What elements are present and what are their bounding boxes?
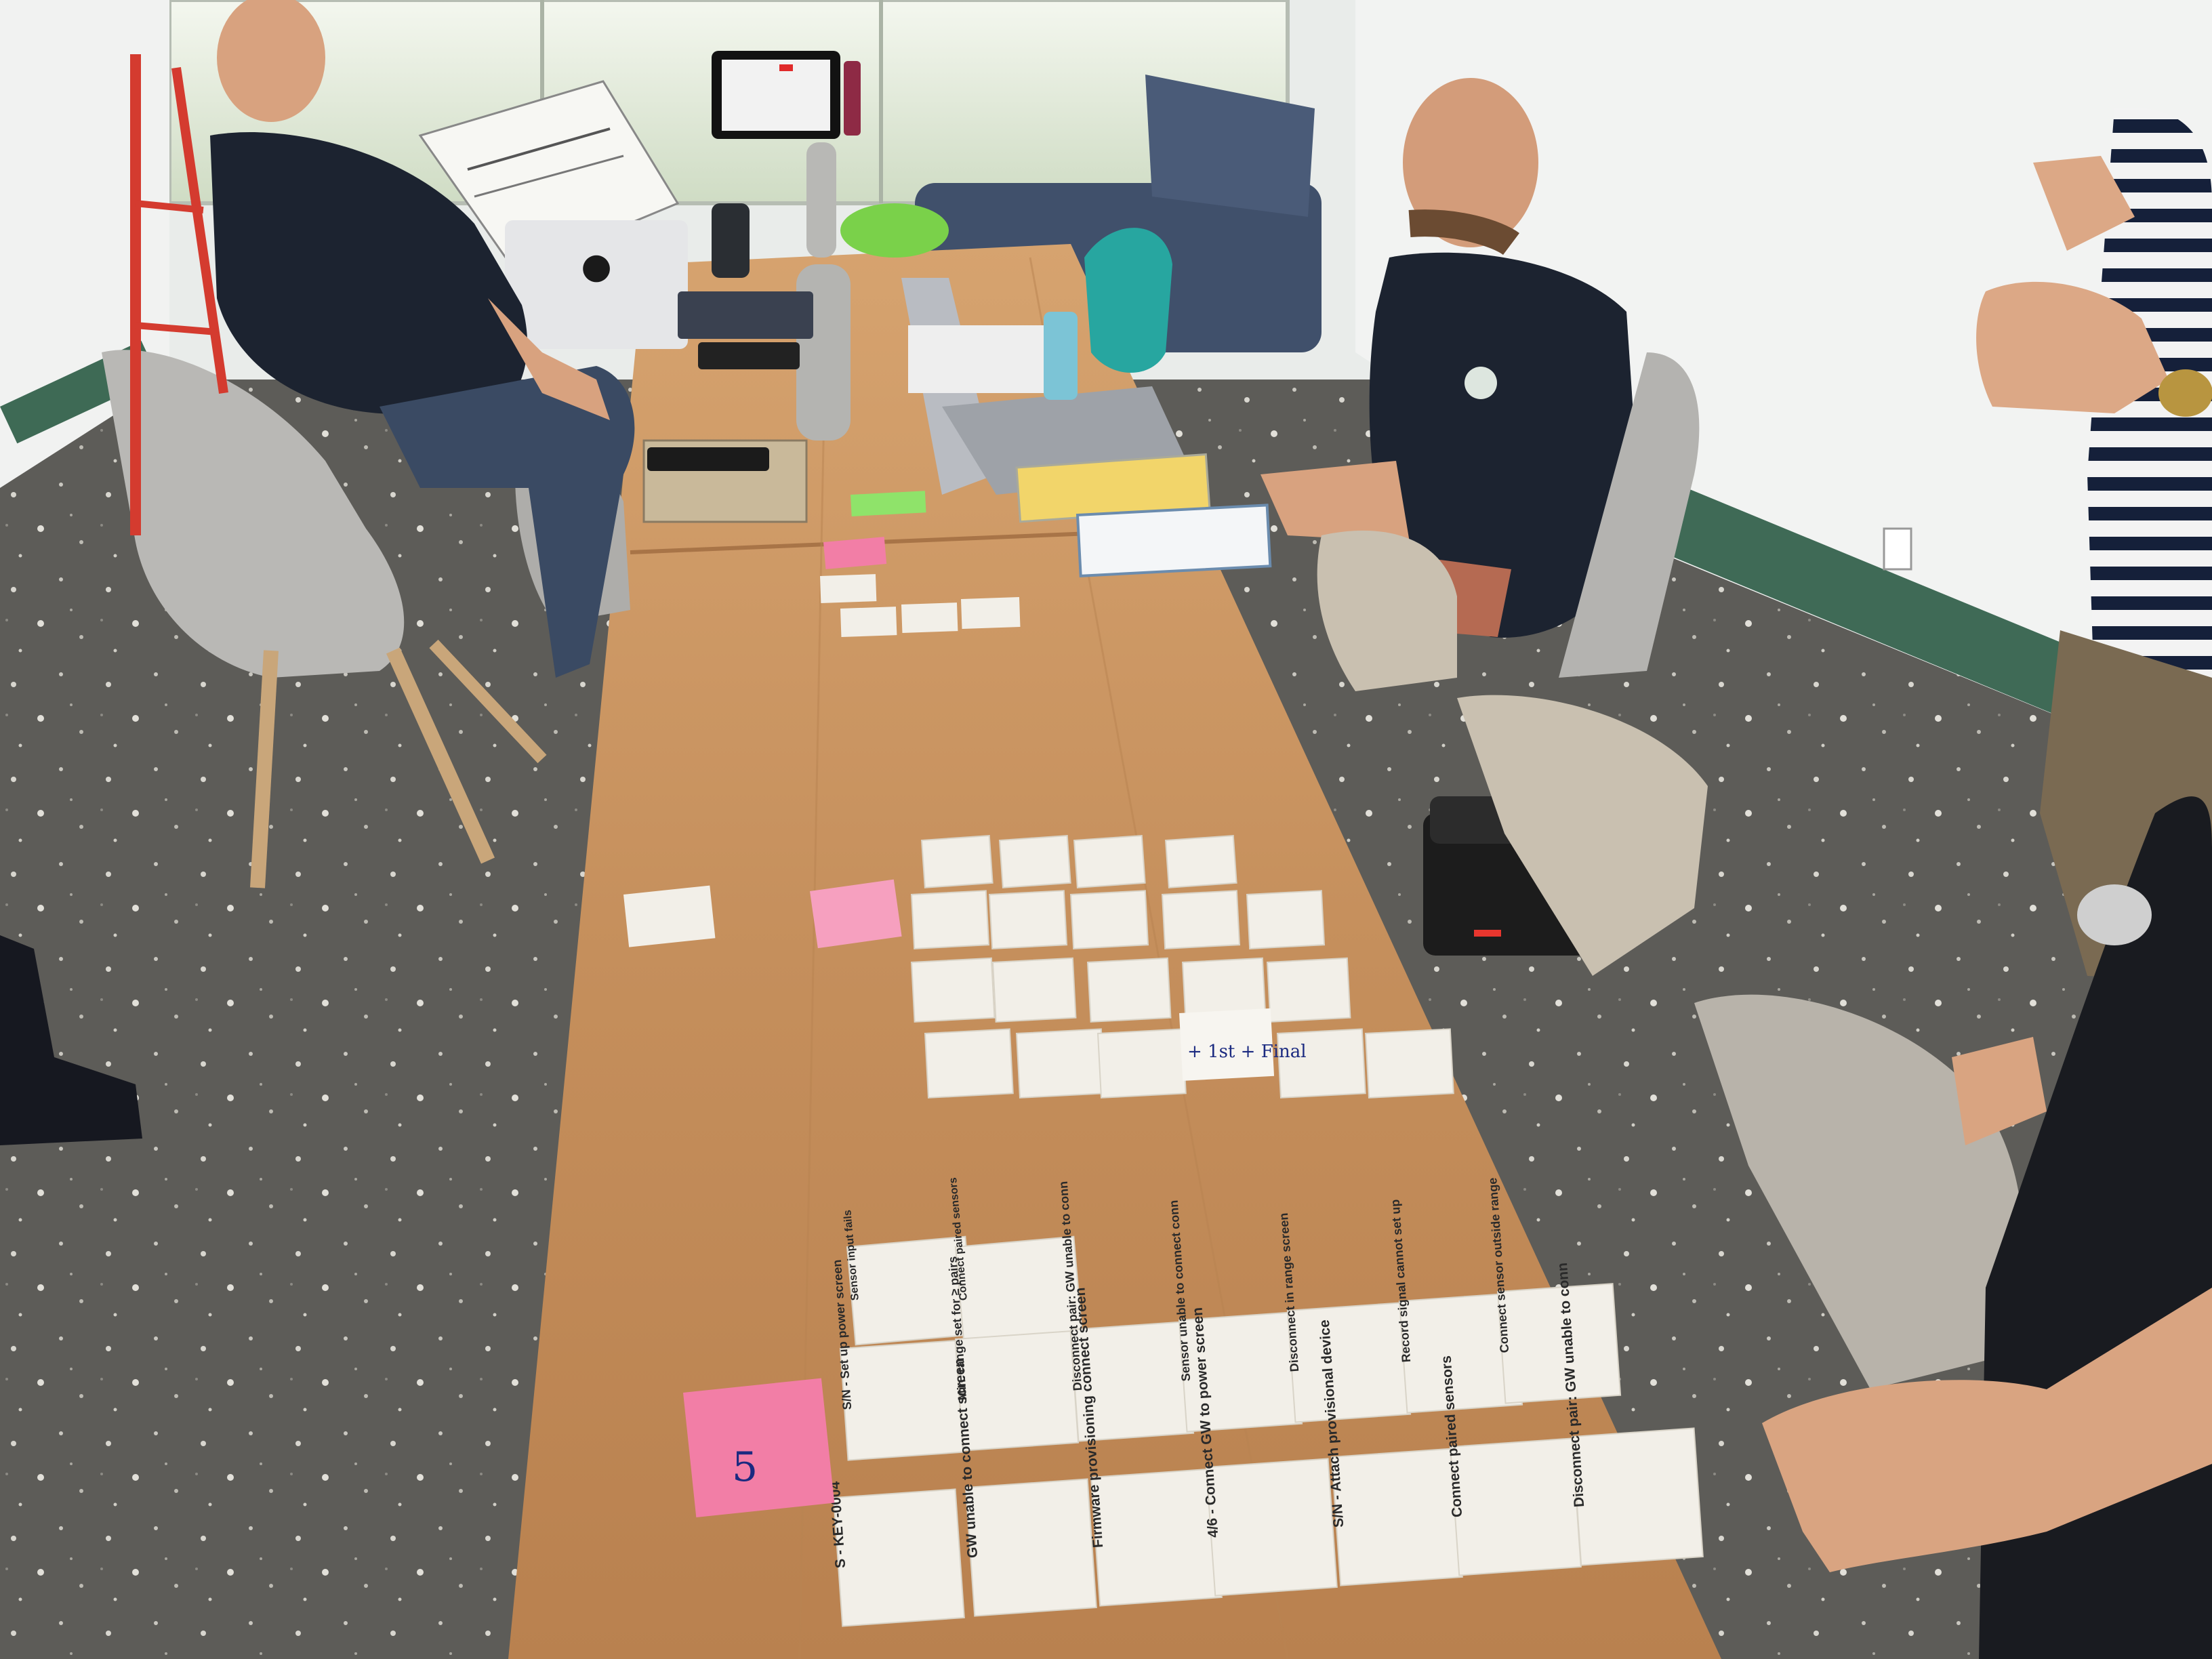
partial-person-left <box>0 935 142 1145</box>
head <box>217 0 325 122</box>
notebook-dark <box>698 342 800 369</box>
task-card <box>1276 1028 1366 1099</box>
sticky-note-green <box>851 491 926 516</box>
red-indicator-light <box>1474 930 1501 937</box>
task-card <box>1073 834 1146 888</box>
standing-person-dark <box>1762 796 2212 1659</box>
silver-watch <box>2077 884 2152 945</box>
cards-top-row <box>820 574 1021 637</box>
shirt-badge <box>1465 367 1497 399</box>
card-small <box>901 602 958 633</box>
standing-person-striped <box>1976 107 2212 983</box>
task-card <box>1161 890 1241 949</box>
task-card <box>998 834 1071 888</box>
sticky-note-pink-small <box>823 537 887 569</box>
teal-cushion <box>1084 228 1172 373</box>
handwritten-text: + 1st + Final <box>1187 1042 1307 1062</box>
back-equipment: ● <box>505 51 1193 495</box>
sticky-note-big: 5 <box>683 1378 835 1517</box>
task-card <box>1164 834 1237 888</box>
handwritten-card: + 1st + Final <box>1179 1008 1307 1081</box>
person-right <box>1261 78 1640 638</box>
white-box <box>908 325 1044 393</box>
striped-shirt <box>2087 107 2212 746</box>
navy-tshirt <box>1369 252 1640 638</box>
chairs-right <box>1317 352 2024 1389</box>
hand-with-pen <box>2033 156 2135 251</box>
task-card <box>1097 1028 1187 1099</box>
task-card <box>991 957 1077 1023</box>
task-card <box>1015 1028 1105 1099</box>
steel-bottle-front <box>796 264 851 441</box>
card-left-single <box>623 885 716 947</box>
head <box>1403 78 1538 247</box>
right-whiteboard-wall <box>1355 0 2212 779</box>
card-small <box>840 607 897 637</box>
task-card <box>920 834 994 888</box>
task-card <box>910 890 990 949</box>
chair-grey-left <box>102 350 547 888</box>
task-card <box>910 957 996 1023</box>
fingers-resting <box>1952 1037 2047 1145</box>
pointing-hand <box>1762 1288 2212 1572</box>
wristwatch <box>2158 369 2212 417</box>
wall-socket <box>1883 527 1912 571</box>
apple-logo-icon: ● <box>581 246 611 287</box>
sticky-note-number: 5 <box>732 1443 758 1491</box>
spiral-notepad <box>1076 504 1272 577</box>
jeans <box>380 366 635 678</box>
black-tshirt <box>210 132 528 421</box>
drink-bottle <box>1044 312 1078 400</box>
card-grid-middle <box>910 834 1454 1099</box>
sticky-note-pink-mid <box>810 879 902 949</box>
clasped-hands <box>1261 461 1410 542</box>
card-small <box>820 574 877 603</box>
red-stepladder <box>130 54 228 535</box>
hand-with-ring <box>1976 281 2169 413</box>
card-small <box>961 596 1021 629</box>
task-card <box>1266 957 1351 1023</box>
steel-bottle <box>806 142 836 258</box>
task-card <box>924 1028 1014 1099</box>
task-card <box>1069 890 1149 949</box>
bottle <box>844 61 861 136</box>
person-left <box>210 0 635 678</box>
task-card <box>1364 1028 1454 1099</box>
imac-back <box>505 220 688 349</box>
task-card <box>1086 957 1172 1023</box>
travel-mug <box>712 203 750 278</box>
green-cloth <box>840 203 949 258</box>
task-card <box>988 890 1068 949</box>
phone <box>647 447 769 471</box>
task-card <box>1246 890 1326 949</box>
laptop-closed <box>678 291 813 339</box>
